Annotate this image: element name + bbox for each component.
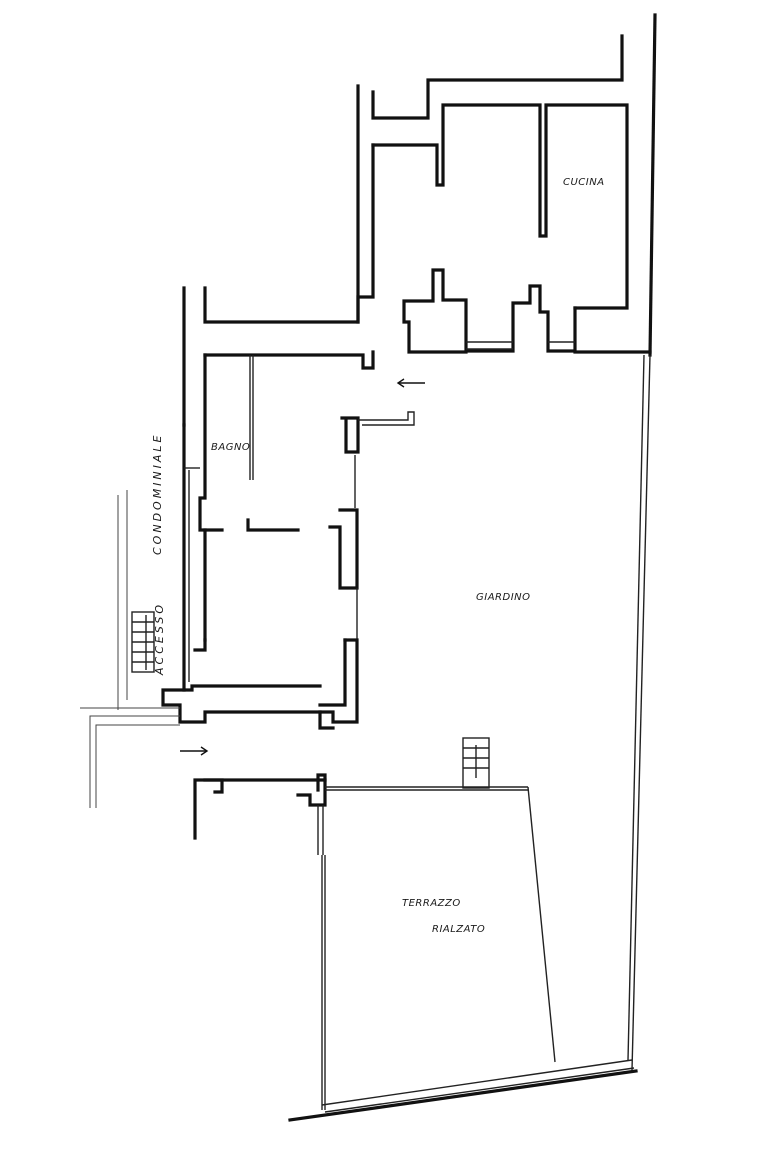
- stair-icon: [131, 611, 155, 673]
- garden-stair-icon: [462, 737, 490, 789]
- bathroom-block-walls: [161, 84, 415, 730]
- label-terrazzo: TERRAZZO: [402, 898, 461, 909]
- arrow-right-icon: [180, 746, 209, 756]
- kitchen-wing-walls: [203, 13, 657, 357]
- label-rialzato: RIALZATO: [432, 924, 485, 935]
- label-giardino: GIARDINO: [476, 592, 531, 603]
- label-condominiale: CONDOMINIALE: [151, 432, 164, 555]
- label-cucina: CUCINA: [563, 177, 605, 188]
- label-accesso: ACCESSO: [153, 602, 166, 676]
- arrow-left-icon: [396, 378, 425, 388]
- label-bagno: BAGNO: [211, 442, 250, 453]
- access-area: [80, 490, 180, 808]
- terrace-walls: [193, 354, 651, 1122]
